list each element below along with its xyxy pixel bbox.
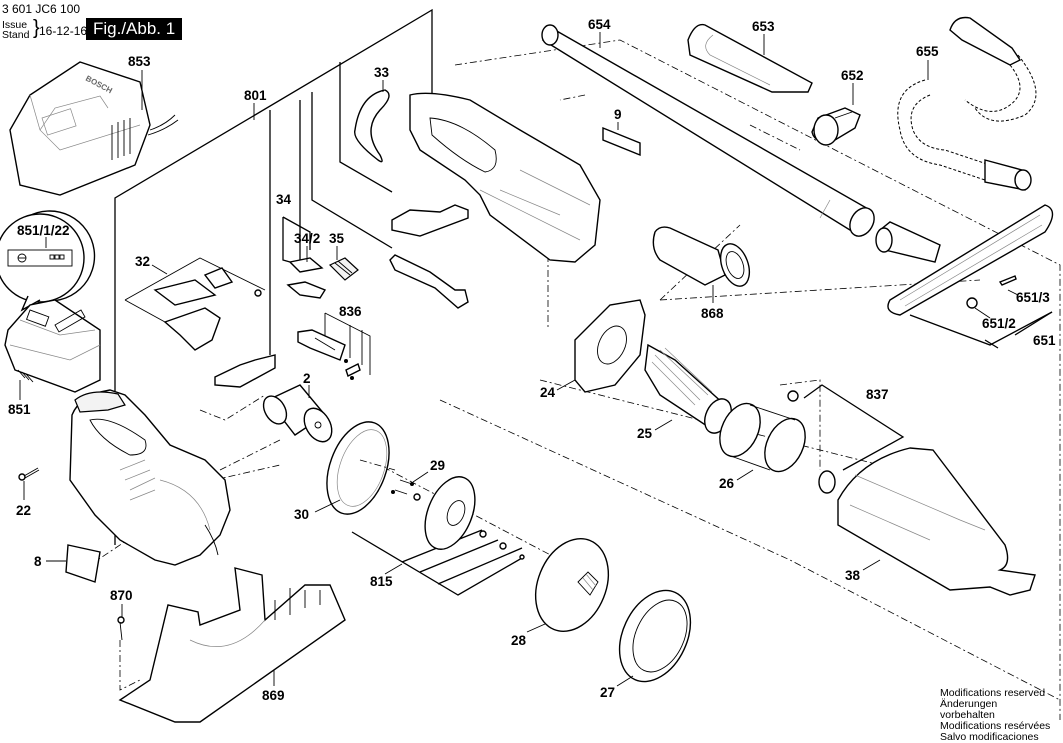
document-number: 3 601 JC6 100 [2, 2, 81, 16]
part-ring-27 [618, 589, 692, 683]
callout-654: 654 [588, 17, 611, 32]
issue-labels: Issue Stand [2, 19, 30, 41]
issue-label-en: Issue [2, 19, 28, 31]
callout-29: 29 [430, 458, 445, 473]
part-fan-815 [413, 476, 525, 560]
callout-837: 837 [866, 387, 889, 402]
part-main-housing [69, 389, 231, 566]
brace-icon: } [33, 17, 40, 39]
callout-851: 851 [8, 402, 31, 417]
callout-815: 815 [370, 574, 393, 589]
part-filter-cage-26 [719, 402, 806, 473]
part-fan-cover-30 [326, 421, 396, 515]
callout-853: 853 [128, 54, 151, 69]
callout-34: 34 [276, 192, 292, 207]
callout-870: 870 [110, 588, 133, 603]
callout-38: 38 [845, 568, 861, 583]
part-switch-34 [286, 257, 359, 299]
part-screws-29 [391, 479, 414, 495]
callout-22: 22 [16, 503, 31, 518]
part-charger-853: BOSCH [9, 61, 179, 196]
callout-27: 27 [600, 685, 615, 700]
part-label-8 [65, 544, 101, 583]
callout-35: 35 [329, 231, 345, 246]
issue-date: 16-12-16 [39, 24, 88, 38]
callout-26: 26 [719, 476, 735, 491]
part-switch-board-32 [153, 267, 262, 351]
part-slider-836 [297, 329, 361, 380]
callout-655: 655 [916, 44, 939, 59]
note-fr: Modifications resérvées [940, 720, 1051, 732]
part-strap-33 [354, 89, 390, 163]
part-screw-870 [117, 616, 125, 641]
part-motor-2 [262, 384, 333, 443]
callout-653: 653 [752, 19, 775, 34]
callout-30: 30 [294, 507, 309, 522]
callout-34-2: 34/2 [294, 231, 320, 246]
callout-33: 33 [374, 65, 390, 80]
group-lines [114, 8, 1053, 596]
callout-25: 25 [637, 426, 653, 441]
part-brush-nozzle-868 [652, 226, 751, 287]
part-hose-655 [897, 16, 1037, 191]
figure-label: Fig./Abb. 1 [86, 18, 183, 40]
callout-2: 2 [303, 371, 311, 386]
callout-851-1-22: 851/1/22 [17, 223, 70, 238]
callout-652: 652 [841, 68, 864, 83]
part-screw-22 [18, 467, 40, 481]
callout-869: 869 [262, 688, 285, 703]
callout-801: 801 [244, 88, 267, 103]
part-exhaust-cover-28 [535, 538, 609, 632]
part-floor-nozzle-651 [875, 204, 1054, 316]
callout-8: 8 [34, 554, 42, 569]
part-extension-tube-654 [541, 24, 875, 237]
part-foam-pads [214, 204, 469, 388]
callout-836: 836 [339, 304, 362, 319]
note-de: Änderungen vorbehalten [940, 698, 998, 721]
note-en: Modifications reserved [940, 687, 1046, 699]
modifications-note: Modifications reserved Änderungen vorbeh… [940, 688, 1053, 743]
callouts: 853 851/1/22 851 801 33 32 34 34/2 35 83… [8, 17, 1056, 703]
part-housing-upper [409, 92, 601, 263]
part-crevice-nozzle-653 [687, 23, 813, 93]
callout-868: 868 [701, 306, 724, 321]
part-battery-851 [4, 299, 101, 393]
part-seals-837 [787, 390, 836, 494]
callout-9: 9 [614, 107, 622, 122]
callout-32: 32 [135, 254, 150, 269]
part-dust-container-38 [837, 447, 1036, 596]
callout-24: 24 [540, 385, 556, 400]
part-label-detail-851-1-22 [0, 210, 96, 312]
part-filter-holder-24 [574, 299, 646, 393]
callout-651-3: 651/3 [1016, 290, 1050, 305]
part-label-9 [602, 126, 641, 157]
issue-label-de: Stand [2, 29, 30, 41]
callout-651: 651 [1033, 333, 1056, 348]
callout-651-2: 651/2 [982, 316, 1016, 331]
part-stand-869 [118, 567, 346, 723]
callout-28: 28 [511, 633, 527, 648]
part-adapter-652 [811, 107, 861, 146]
